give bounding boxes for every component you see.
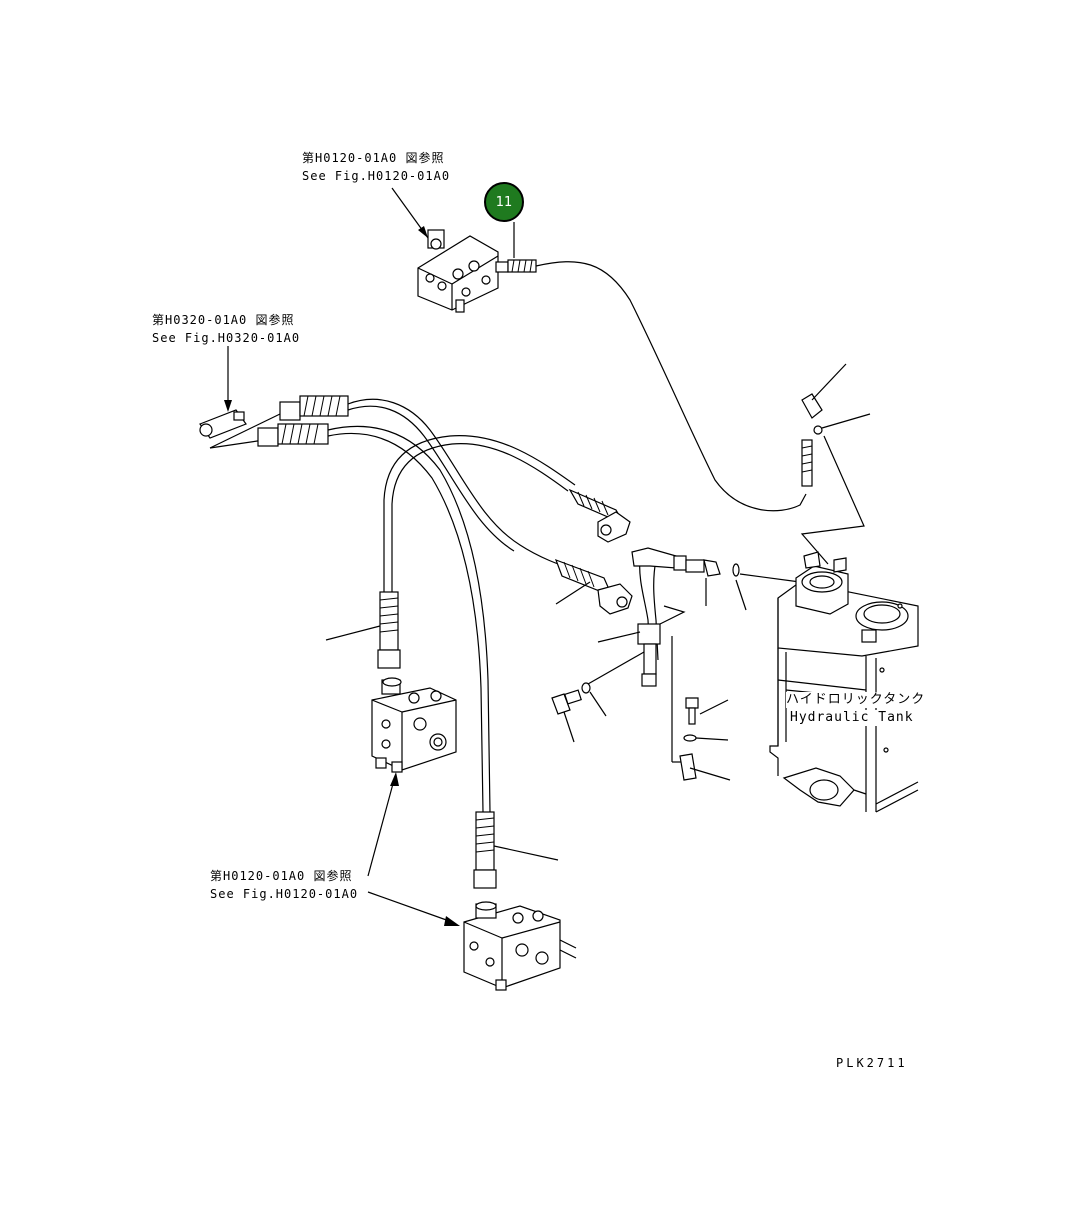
top-valve-ref-jp: 第H0120-01A0 図参照 (302, 151, 445, 165)
drawing-code: PLK2711 (836, 1056, 908, 1070)
control-valve-right (463, 811, 577, 991)
bottom-arrow-up-head (390, 772, 399, 786)
part-number-badge[interactable]: 11 (484, 182, 524, 222)
control-valve-left (371, 677, 457, 773)
tank-pipe (597, 547, 801, 763)
bottom-arrow-up (367, 779, 395, 877)
tank-leader (800, 435, 865, 565)
tank-label-jp: ハイドロリックタンク (786, 692, 926, 708)
bottom-arrow-right (367, 891, 453, 923)
upper-left-hose (279, 395, 576, 571)
upper-hose-end (568, 488, 631, 543)
bottom-valve-ref-en: See Fig.H0120-01A0 (210, 887, 359, 901)
left-fitting (199, 346, 281, 449)
left-valve-ref-en: See Fig.H0320-01A0 (152, 331, 301, 345)
hydraulic-tank (769, 551, 919, 813)
left-valve-ref-jp: 第H0320-01A0 図参照 (152, 313, 295, 327)
tank-label-en: Hydraulic Tank (790, 710, 914, 726)
top-hose (495, 222, 807, 512)
bolt-washer-set-right (679, 697, 731, 781)
crossing-hose (325, 435, 576, 669)
lower-hose-end (554, 558, 633, 615)
bolt-washer-set-left (551, 651, 645, 743)
top-valve-block (417, 229, 499, 313)
lower-left-hose (257, 423, 491, 813)
right-fitting (801, 363, 871, 487)
bottom-arrow-right-head (444, 916, 460, 926)
top-valve-ref-en: See Fig.H0120-01A0 (302, 169, 451, 183)
top-valve-arrowhead (418, 226, 428, 238)
bottom-valve-ref-jp: 第H0120-01A0 図参照 (210, 869, 353, 883)
